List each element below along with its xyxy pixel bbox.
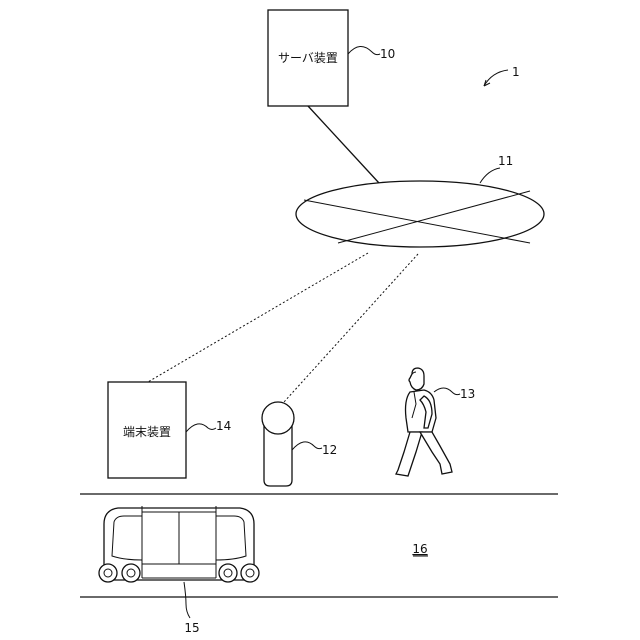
sensor-wireless-link (284, 254, 418, 402)
sensor-leader-line (292, 442, 322, 450)
network: 11 (296, 154, 544, 247)
server-device: サーバ装置 10 (268, 10, 395, 106)
server-label: サーバ装置 (278, 51, 338, 65)
network-ref-number: 11 (498, 154, 513, 168)
vehicle-ref-number: 15 (184, 621, 199, 635)
pedestrian-ref-number: 13 (460, 387, 475, 401)
vehicle-wheel-2 (122, 564, 140, 582)
vehicle-leader-line (184, 582, 190, 618)
network-ellipse (296, 181, 544, 247)
terminal-wireless-link (148, 253, 368, 382)
server-leader-line (348, 46, 380, 54)
road-ref-number: 16 (412, 542, 427, 556)
vehicle-wheel-3 (219, 564, 237, 582)
pedestrian-figure: 13 (396, 368, 475, 476)
terminal-ref-number: 14 (216, 419, 231, 433)
sensor-head (262, 402, 294, 434)
pedestrian-front-leg (420, 432, 452, 474)
pedestrian-head (409, 368, 424, 390)
network-leader-line (480, 168, 500, 183)
vehicle: 15 (99, 506, 259, 635)
system-ref-number: 1 (512, 65, 520, 79)
terminal-device: 端末装置 14 (108, 382, 231, 478)
vehicle-wheel-1 (99, 564, 117, 582)
terminal-leader-line (186, 424, 216, 432)
vehicle-wheel-4 (241, 564, 259, 582)
server-ref-number: 10 (380, 47, 395, 61)
pedestrian-back-leg (396, 432, 422, 476)
system-reference: 1 (484, 65, 520, 86)
terminal-label: 端末装置 (123, 425, 171, 439)
server-network-link (308, 106, 379, 183)
pedestrian-leader-line (434, 388, 460, 395)
sensor-ref-number: 12 (322, 443, 337, 457)
system-leader-line (484, 70, 508, 86)
sensor-device: 12 (262, 402, 337, 486)
